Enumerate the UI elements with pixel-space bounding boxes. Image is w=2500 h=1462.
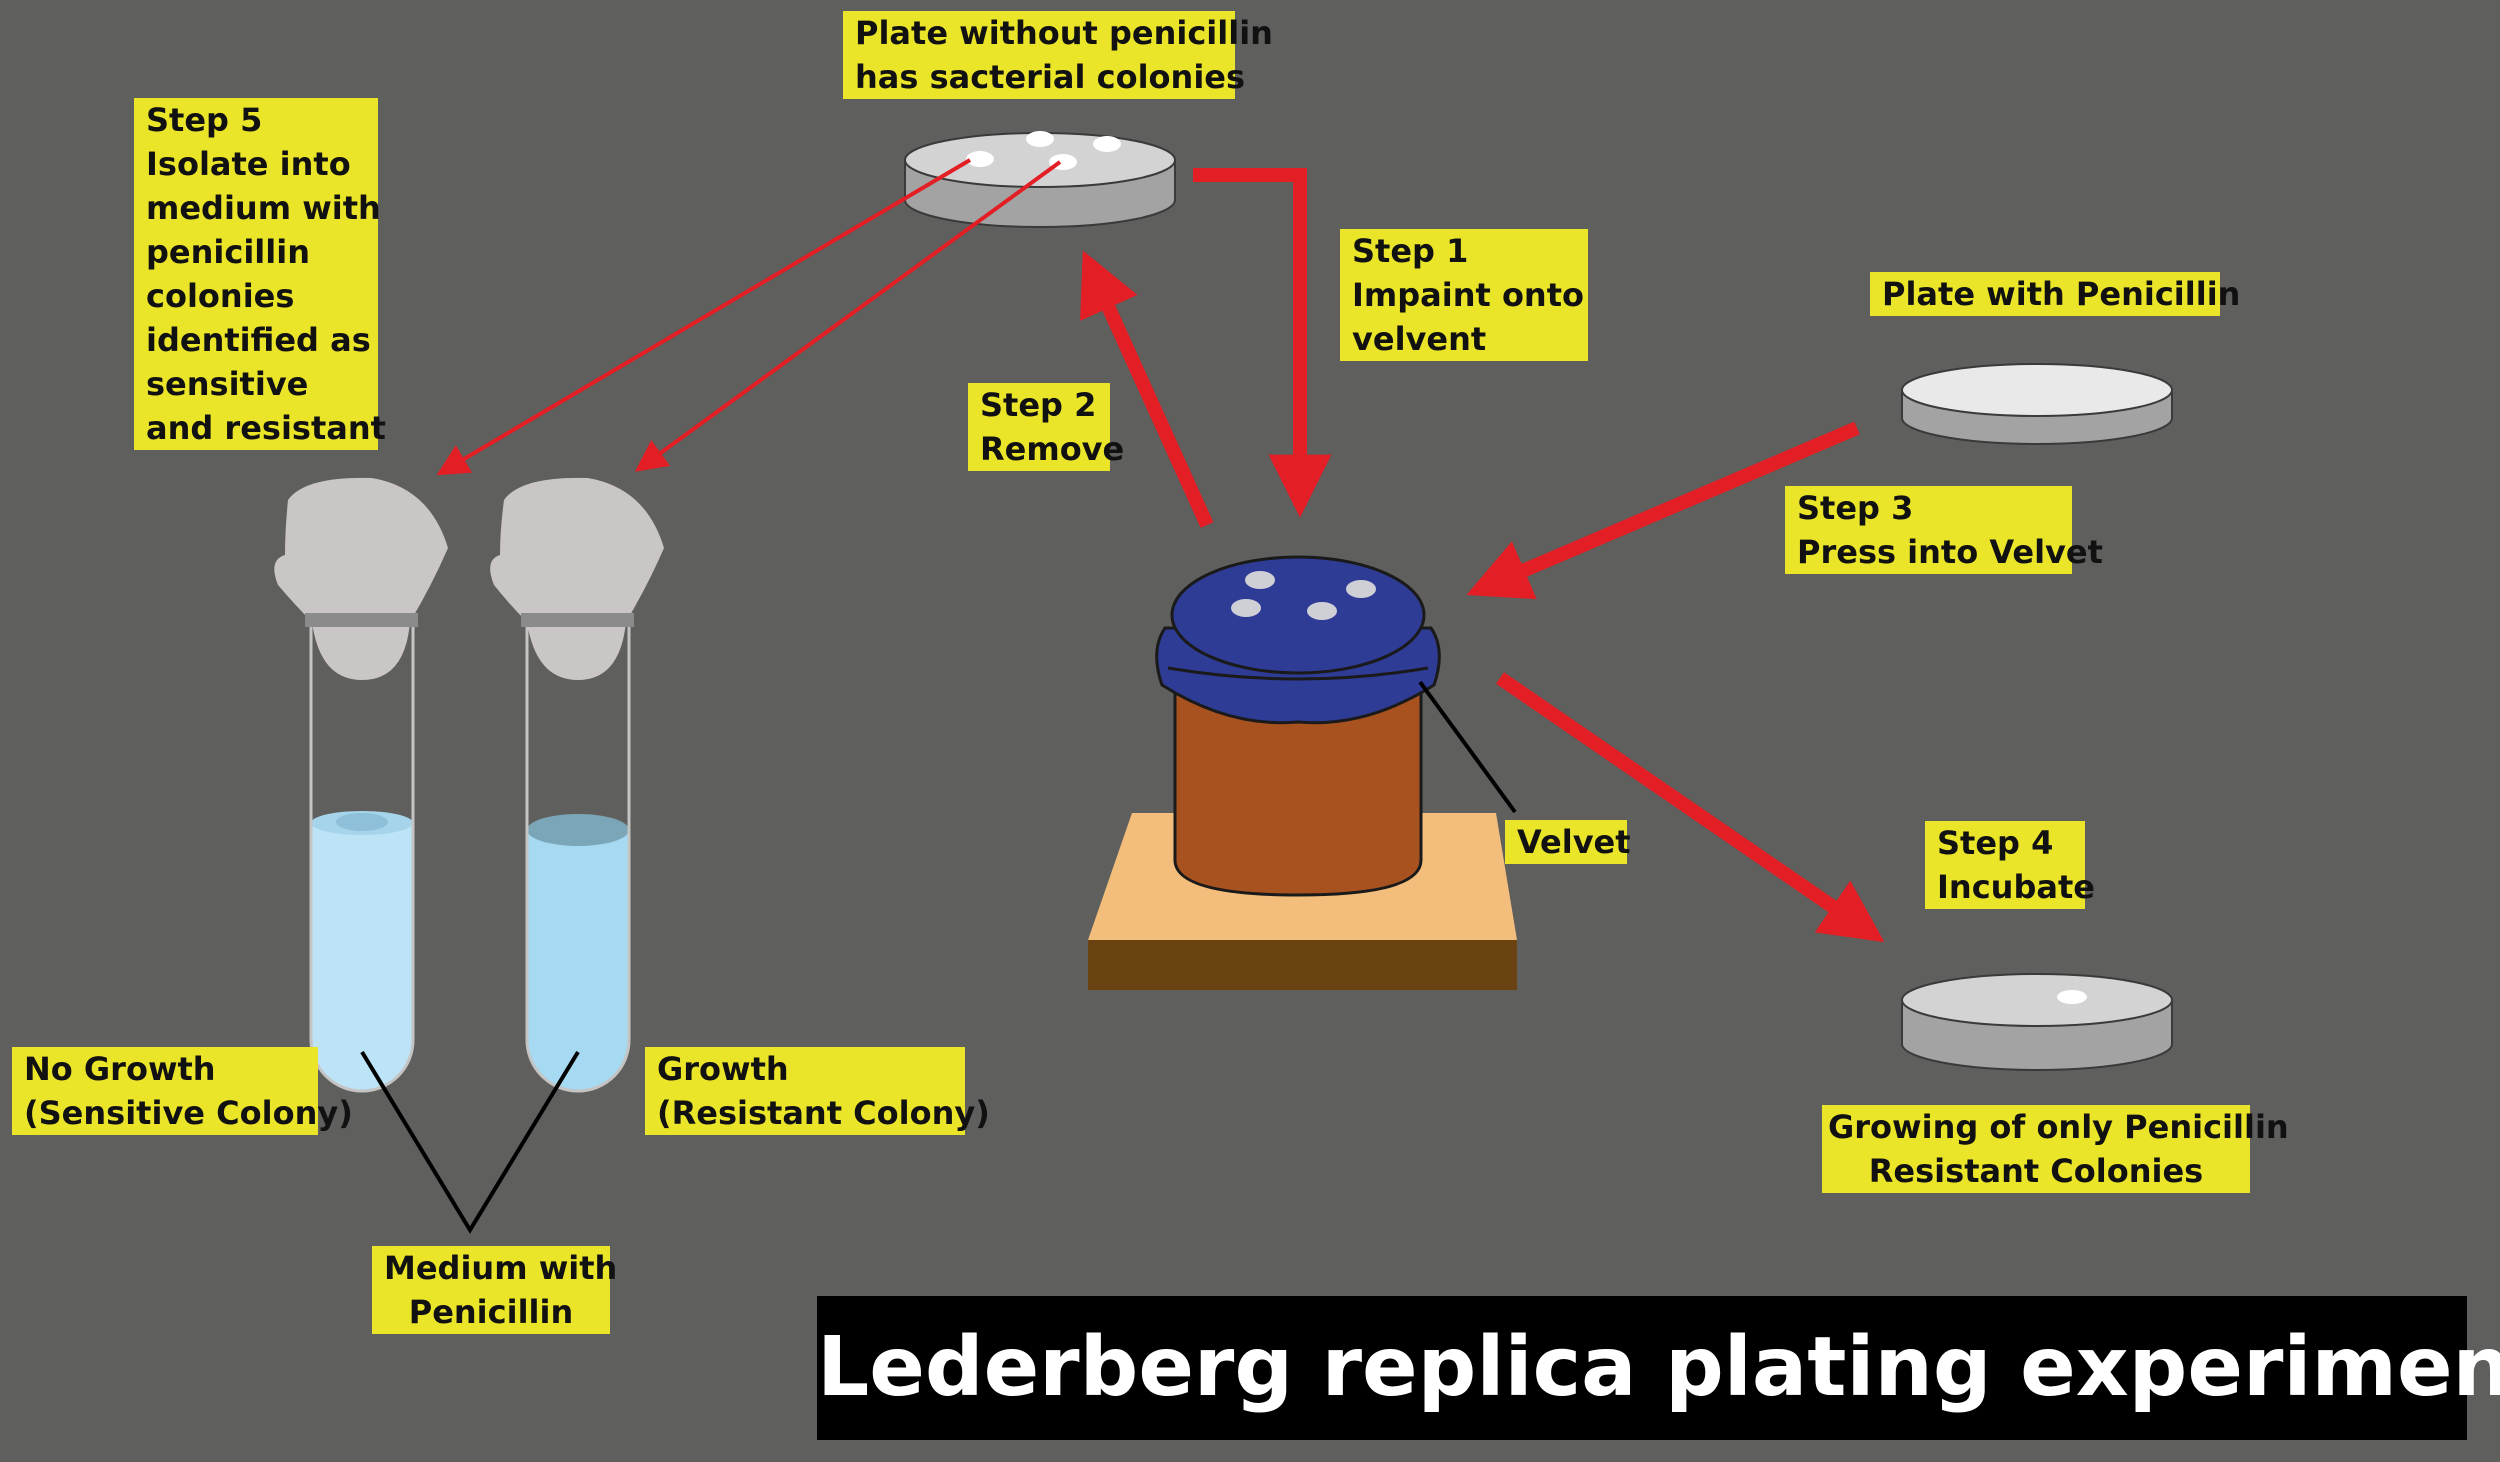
stopper-band	[305, 613, 418, 627]
label-step-5: Step 5 Isolate into medium with penicill…	[134, 98, 386, 450]
label-no-growth: No Growth (Sensitive Colony)	[12, 1047, 353, 1135]
arrow-step5-sensitive	[436, 158, 972, 476]
plate-with-penicillin	[1901, 363, 2173, 445]
velvet-colony-dot	[1346, 580, 1376, 598]
stopper-sensitive	[274, 477, 448, 680]
jar-body	[1173, 668, 1423, 897]
test-tube-sensitive	[274, 477, 448, 1093]
stopper-resistant	[490, 477, 664, 680]
label-step-2: Step 2 Remove	[968, 383, 1124, 471]
label-velvet: Velvet	[1505, 820, 1631, 864]
diagram-title: Lederberg replica plating experiment	[817, 1296, 2500, 1440]
block-side	[1088, 940, 1517, 990]
arrow-step1	[1193, 168, 1332, 518]
plate-without-penicillin	[904, 131, 1176, 228]
medium-leader-lines	[360, 1050, 580, 1234]
colony-dot	[1026, 131, 1054, 147]
stopper-band	[521, 613, 634, 627]
label-plate-without-penicillin: Plate without penicillin has sacterial c…	[843, 11, 1273, 99]
velvet-colony-dot	[1307, 602, 1337, 620]
arrow-step5-resistant	[634, 160, 1062, 472]
label-step-3: Step 3 Press into Velvet	[1785, 486, 2103, 574]
velvet-top	[1170, 555, 1426, 675]
velvet-colony-dot	[1245, 571, 1275, 589]
colony-dot	[1093, 136, 1121, 152]
velvet-block-apparatus	[1088, 555, 1517, 990]
resistant-colony-dot	[2057, 990, 2087, 1004]
test-tube-resistant	[490, 477, 664, 1093]
arrow-step4	[1496, 672, 1885, 943]
label-medium-with-penicillin: Medium with Penicillin	[372, 1246, 617, 1334]
arrow-step2	[1080, 250, 1214, 528]
label-plate-with-penicillin: Plate with Penicillin	[1870, 272, 2240, 316]
incubated-plate	[1901, 973, 2173, 1071]
velvet-leader-line	[1418, 680, 1517, 814]
label-step-4: Step 4 Incubate	[1925, 821, 2095, 909]
label-growth: Growth (Resistant Colony)	[645, 1047, 990, 1135]
velvet-colony-dot	[1231, 599, 1261, 617]
colony-dot	[966, 151, 994, 167]
label-step-1: Step 1 Impaint onto velvent	[1340, 229, 1588, 361]
label-growing-resistant: Growing of only Penicillin Resistant Col…	[1822, 1105, 2289, 1193]
arrow-step3	[1466, 421, 1860, 600]
